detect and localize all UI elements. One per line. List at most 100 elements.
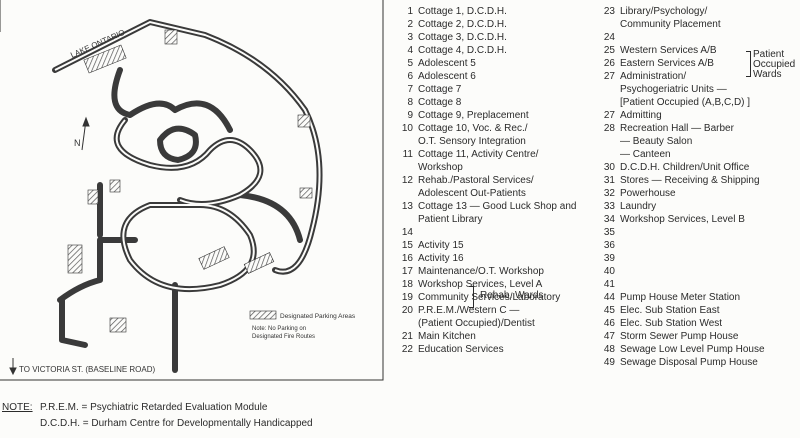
legend-text: Psychogeriatric Units — <box>620 84 727 95</box>
road-label: TO VICTORIA ST. (BASELINE ROAD) <box>19 365 156 374</box>
legend-number: 4 <box>407 45 413 56</box>
legend-number: 2 <box>407 19 413 30</box>
north-arrow <box>81 116 90 151</box>
legend-number: 11 <box>402 149 413 160</box>
legend-number: 8 <box>407 97 413 108</box>
legend-item: 24 <box>598 31 765 44</box>
legend-text: Rehab./Pastoral Services/ <box>418 175 534 186</box>
parking-area <box>87 189 99 205</box>
note-dcdh: D.C.D.H. = Durham Centre for Development… <box>40 418 313 429</box>
legend-text: Eastern Services A/B <box>620 58 714 69</box>
legend-number: 39 <box>603 253 615 264</box>
legend-number: 14 <box>401 227 413 238</box>
legend-number: 32 <box>603 188 615 199</box>
parking-area <box>297 114 311 128</box>
legend-item: Adolescent Out-Patients <box>396 187 576 200</box>
legend-number: 31 <box>603 175 615 186</box>
legend-text: Education Services <box>418 344 504 355</box>
legend-item: 4 Cottage 4, D.C.D.H. <box>396 44 576 57</box>
parking-area <box>109 317 127 333</box>
legend-item: 2 Cottage 2, D.C.D.H. <box>396 18 576 31</box>
legend-text: Sewage Low Level Pump House <box>620 344 765 355</box>
site-map: N LAKE ONTARIO Designated Parking Areas … <box>0 0 384 381</box>
note-label: NOTE: <box>2 402 33 413</box>
legend-number <box>396 187 413 200</box>
legend-text: Powerhouse <box>620 188 676 199</box>
legend-number: 33 <box>603 201 615 212</box>
legend-item: 36 <box>598 239 765 252</box>
legend-item: O.T. Sensory Integration <box>396 135 576 148</box>
legend-text: (Patient Occupied)/Dentist <box>418 318 535 329</box>
map-frame <box>0 0 384 381</box>
legend-number: 25 <box>603 45 615 56</box>
legend-text: — Beauty Salon <box>620 136 693 147</box>
legend-number: 41 <box>603 279 615 290</box>
legend-text: Cottage 10, Voc. & Rec./ <box>418 123 528 134</box>
legend-number: 46 <box>603 318 615 329</box>
legend-item: Community Placement <box>598 18 765 31</box>
legend-text: Adolescent 5 <box>418 58 476 69</box>
road-gaps <box>54 20 321 291</box>
patient-wards-label: Patient Occupied Wards <box>753 50 795 80</box>
legend-number <box>396 161 413 174</box>
patient-wards-line-3: Wards <box>753 69 782 80</box>
legend-text: Cottage 2, D.C.D.H. <box>418 19 507 30</box>
legend-number: 34 <box>603 214 615 225</box>
parking-legend-swatch <box>249 310 277 320</box>
inner-loop-road <box>157 125 199 163</box>
legend-number <box>598 148 615 161</box>
legend-text: Elec. Sub Station West <box>620 318 723 329</box>
legend-item: 26 Eastern Services A/B <box>598 57 765 70</box>
legend-number: 9 <box>407 110 413 121</box>
legend-item: Workshop <box>396 161 576 174</box>
legend-number: 26 <box>603 58 615 69</box>
legend-number: 1 <box>407 6 413 17</box>
legend-number: 7 <box>407 84 413 95</box>
legend-text: Cottage 4, D.C.D.H. <box>418 45 507 56</box>
legend-number: 44 <box>603 292 615 303</box>
legend-number: 10 <box>401 123 413 134</box>
east-road <box>237 192 303 243</box>
legend-text: Workshop Services, Level A <box>418 279 543 290</box>
legend-number: 20 <box>401 305 413 316</box>
legend-text: Workshop Services, Level B <box>620 214 745 225</box>
legend-text: P.R.E.M./Western C — <box>418 305 520 316</box>
parking-area <box>109 179 121 193</box>
legend-text: Recreation Hall — Barber <box>620 123 734 134</box>
legend-number <box>598 96 615 109</box>
legend-text: Western Services A/B <box>620 45 717 56</box>
note-prem: P.R.E.M. = Psychiatric Retarded Evaluati… <box>40 402 268 413</box>
legend-number: 28 <box>603 123 615 134</box>
north-label: N <box>74 138 81 148</box>
legend-item: 46 Elec. Sub Station West <box>598 317 765 330</box>
legend-number: 30 <box>603 162 615 173</box>
legend-item: 41 <box>598 278 765 291</box>
rehab-wards-label: Rehab. Wards <box>480 290 544 301</box>
parking-area <box>67 244 83 274</box>
north-loop-road <box>111 67 233 133</box>
legend-text: Admitting <box>620 110 662 121</box>
fire-route-note-line2: Designated Fire Routes <box>252 334 315 340</box>
patient-wards-brace <box>746 51 751 77</box>
legend-text: Cottage 8 <box>418 97 462 108</box>
